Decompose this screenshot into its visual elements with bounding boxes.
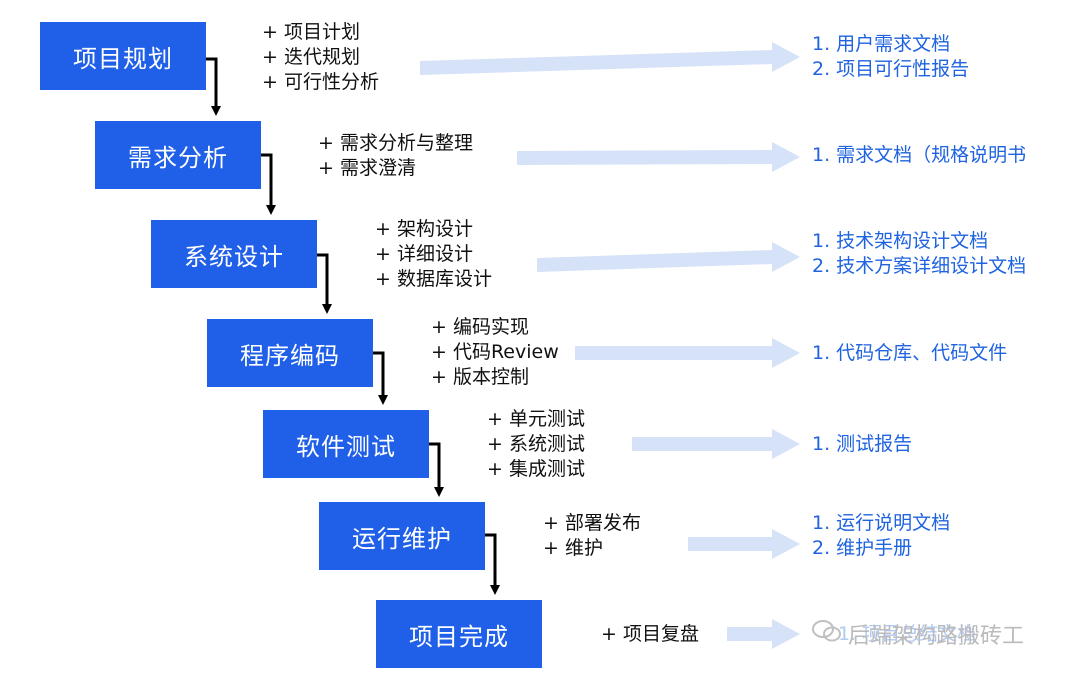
stage-box-testing: 软件测试 — [263, 410, 429, 478]
output-item: 1. 代码仓库、代码文件 — [812, 342, 1008, 364]
output-item: 1. 需求文档（规格说明书 — [812, 144, 1027, 166]
stage-box-requirements: 需求分析 — [95, 121, 261, 189]
output-item: 1. 测试报告 — [812, 433, 913, 455]
stage-box-maintenance: 运行维护 — [319, 502, 485, 570]
outputs-coding: 1. 代码仓库、代码文件 — [812, 341, 1007, 366]
activities-maintenance: + 部署发布 + 维护 — [543, 511, 641, 561]
activities-testing: + 单元测试 + 系统测试 + 集成测试 — [487, 407, 585, 482]
activity-item: + 迭代规划 — [262, 46, 360, 68]
activities-design: + 架构设计 + 详细设计 + 数据库设计 — [375, 217, 492, 292]
wide-arrow-icon — [727, 619, 800, 649]
output-item: 1. 运行说明文档 — [812, 512, 951, 534]
outputs-requirements: 1. 需求文档（规格说明书 — [812, 143, 1026, 168]
outputs-maintenance: 1. 运行说明文档 2. 维护手册 — [812, 511, 950, 561]
flow-arrow-icon — [373, 351, 388, 405]
activity-item: + 单元测试 — [487, 408, 585, 430]
flow-arrow-icon — [206, 57, 221, 116]
activity-item: + 数据库设计 — [375, 268, 492, 290]
output-item: 2. 项目可行性报告 — [812, 58, 970, 80]
wide-arrow-icon — [575, 338, 800, 368]
outputs-design: 1. 技术架构设计文档 2. 技术方案详细设计文档 — [812, 229, 1026, 279]
activity-item: + 详细设计 — [375, 243, 473, 265]
wide-arrow-icon — [517, 142, 800, 172]
activity-item: + 项目计划 — [262, 21, 360, 43]
activity-item: + 集成测试 — [487, 458, 585, 480]
activities-requirements: + 需求分析与整理 + 需求澄清 — [318, 131, 473, 181]
activities-coding: + 编码实现 + 代码Review + 版本控制 — [431, 315, 559, 390]
activity-item: + 可行性分析 — [262, 71, 379, 93]
wide-arrow-icon — [537, 242, 800, 272]
stage-box-design: 系统设计 — [151, 220, 317, 288]
flow-arrow-icon — [485, 533, 500, 595]
activities-planning: + 项目计划 + 迭代规划 + 可行性分析 — [262, 20, 379, 95]
stage-box-planning: 项目规划 — [40, 22, 206, 90]
output-item: 1. 项目总结文档 — [838, 623, 977, 645]
activity-item: + 需求澄清 — [318, 157, 416, 179]
wide-arrow-icon — [688, 529, 800, 559]
stage-box-coding: 程序编码 — [207, 319, 373, 387]
wechat-icon — [812, 619, 842, 649]
output-item: 1. 技术架构设计文档 — [812, 230, 989, 252]
activity-item: + 代码Review — [431, 341, 559, 363]
activity-item: + 需求分析与整理 — [318, 132, 473, 154]
wide-arrow-icon — [420, 42, 800, 75]
activity-item: + 系统测试 — [487, 433, 585, 455]
flow-arrow-icon — [317, 253, 332, 314]
stage-box-complete: 项目完成 — [376, 600, 542, 668]
activity-item: + 项目复盘 — [601, 623, 699, 645]
flow-arrow-icon — [261, 153, 276, 215]
activity-item: + 版本控制 — [431, 366, 529, 388]
output-item: 2. 维护手册 — [812, 537, 913, 559]
watermark: 后端架构路搬砖工 — [812, 618, 1024, 650]
activity-item: + 部署发布 — [543, 512, 641, 534]
activity-item: + 维护 — [543, 537, 603, 559]
outputs-planning: 1. 用户需求文档 2. 项目可行性报告 — [812, 32, 969, 82]
outputs-complete: 1. 项目总结文档 — [838, 622, 976, 647]
activity-item: + 编码实现 — [431, 316, 529, 338]
outputs-testing: 1. 测试报告 — [812, 432, 912, 457]
watermark-text: 后端架构路搬砖工 — [848, 624, 1025, 649]
wide-arrow-icon — [632, 429, 800, 459]
flow-arrow-icon — [429, 442, 444, 497]
output-item: 2. 技术方案详细设计文档 — [812, 255, 1027, 277]
output-item: 1. 用户需求文档 — [812, 33, 951, 55]
activity-item: + 架构设计 — [375, 218, 473, 240]
activities-complete: + 项目复盘 — [601, 622, 699, 647]
